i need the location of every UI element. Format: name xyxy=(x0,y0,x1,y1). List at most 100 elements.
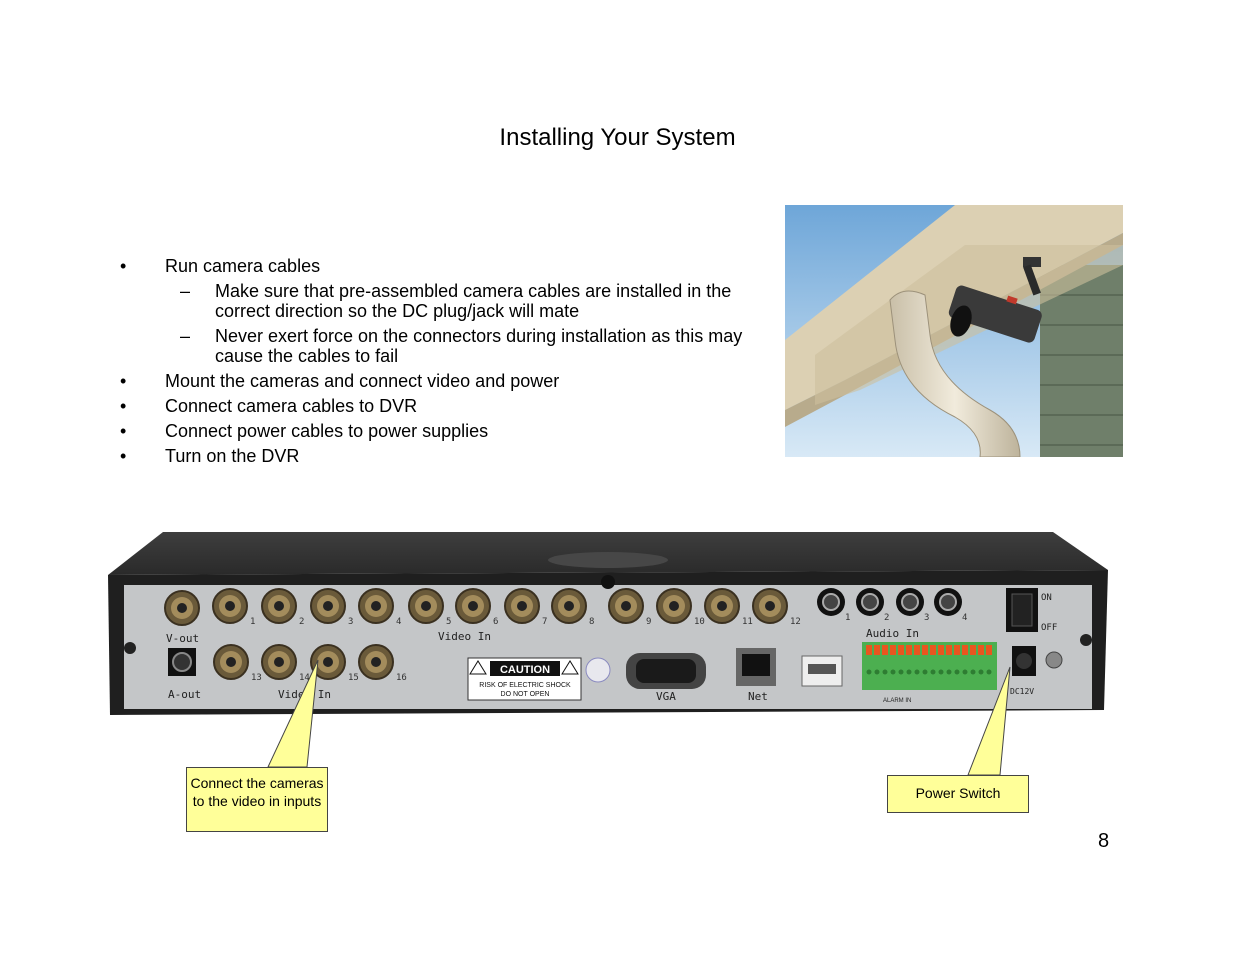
port-number: 16 xyxy=(396,673,407,683)
terminal-pin xyxy=(970,645,976,655)
terminal-screw xyxy=(938,669,944,675)
terminal-screw xyxy=(914,669,920,675)
caution-line-2: DO NOT OPEN xyxy=(501,691,550,698)
callout-power-switch: Power Switch xyxy=(887,775,1029,813)
sub-bullet-item: – Make sure that pre-assembled camera ca… xyxy=(120,281,780,321)
terminal-pin xyxy=(898,645,904,655)
a-out-label: A-out xyxy=(168,688,201,701)
terminal-pin xyxy=(874,645,880,655)
video-in-label: Video In xyxy=(278,688,331,701)
bnc-connector xyxy=(213,644,249,680)
caution-line-1: RISK OF ELECTRIC SHOCK xyxy=(479,682,571,689)
sub-bullet-marker: – xyxy=(180,281,191,301)
terminal-screw xyxy=(962,669,968,675)
port-number: 13 xyxy=(251,673,262,683)
bullet-marker: • xyxy=(120,256,127,276)
audio-jack xyxy=(896,588,924,616)
terminal-screw xyxy=(986,669,992,675)
port-number: 7 xyxy=(542,617,547,627)
terminal-pin xyxy=(890,645,896,655)
page-number: 8 xyxy=(1098,830,1110,852)
bullet-marker: • xyxy=(120,446,127,466)
net-label: Net xyxy=(748,690,768,703)
bnc-connector xyxy=(261,588,297,624)
terminal-screw xyxy=(890,669,896,675)
port-number: 15 xyxy=(348,673,359,683)
callout-video-inputs: Connect the cameras to the video in inpu… xyxy=(186,767,328,832)
camera-photo-illustration xyxy=(785,205,1123,457)
terminal-pin xyxy=(986,645,992,655)
terminal-screw xyxy=(954,669,960,675)
terminal-screw xyxy=(874,669,880,675)
bnc-connector xyxy=(164,590,200,626)
terminal-pin xyxy=(946,645,952,655)
bullet-marker: • xyxy=(120,421,127,441)
port-number: 1 xyxy=(250,617,255,627)
terminal-pin xyxy=(914,645,920,655)
bnc-connector xyxy=(551,588,587,624)
terminal-screw xyxy=(946,669,952,675)
bnc-connector xyxy=(212,588,248,624)
audio-in-label: Audio In xyxy=(866,627,919,640)
terminal-screw xyxy=(906,669,912,675)
video-in-label: Video In xyxy=(438,630,491,643)
audio-port-number: 2 xyxy=(884,613,889,623)
bnc-connector xyxy=(408,588,444,624)
bnc-connector xyxy=(310,644,346,680)
terminal-screw xyxy=(866,669,872,675)
port-number: 2 xyxy=(299,617,304,627)
bnc-connector xyxy=(358,644,394,680)
bullet-item: • Run camera cables xyxy=(120,256,780,276)
audio-jack xyxy=(817,588,845,616)
terminal-pin xyxy=(978,645,984,655)
bullet-text: Mount the cameras and connect video and … xyxy=(165,371,560,391)
bullet-item: • Connect camera cables to DVR xyxy=(120,396,780,416)
sub-bullet-text: Never exert force on the connectors duri… xyxy=(215,326,743,366)
bullet-text: Run camera cables xyxy=(165,256,321,276)
sub-bullet-marker: – xyxy=(180,326,191,346)
bullet-item: • Turn on the DVR xyxy=(120,446,780,466)
audio-port-number: 3 xyxy=(924,613,929,623)
switch-on-label: ON xyxy=(1041,593,1052,603)
page-title: Installing Your System xyxy=(499,124,736,151)
bnc-connector xyxy=(261,644,297,680)
bnc-connector xyxy=(704,588,740,624)
terminal-pin xyxy=(866,645,872,655)
port-number: 11 xyxy=(742,617,753,627)
switch-off-label: OFF xyxy=(1041,623,1057,633)
port-number: 9 xyxy=(646,617,651,627)
vga-label: VGA xyxy=(656,690,676,703)
bullet-list: • Run camera cables – Make sure that pre… xyxy=(120,256,780,471)
sub-bullet-text: Make sure that pre-assembled camera cabl… xyxy=(215,281,732,321)
port-number: 10 xyxy=(694,617,705,627)
terminal-pin xyxy=(930,645,936,655)
port-number: 8 xyxy=(589,617,594,627)
port-number: 12 xyxy=(790,617,801,627)
terminal-pin xyxy=(922,645,928,655)
bullet-item: • Connect power cables to power supplies xyxy=(120,421,780,441)
terminal-pin xyxy=(882,645,888,655)
bullet-text: Connect camera cables to DVR xyxy=(165,396,418,416)
camera-photo xyxy=(785,205,1123,457)
v-out-label: V-out xyxy=(166,632,199,645)
bnc-connector xyxy=(504,588,540,624)
port-number: 3 xyxy=(348,617,353,627)
bnc-connector xyxy=(358,588,394,624)
bnc-connector xyxy=(608,588,644,624)
dc-label: DC12V xyxy=(1010,687,1034,696)
port-number: 6 xyxy=(493,617,498,627)
sub-bullet-item: – Never exert force on the connectors du… xyxy=(120,326,780,366)
audio-jack xyxy=(856,588,884,616)
terminal-screw xyxy=(898,669,904,675)
caution-label: CAUTION xyxy=(500,664,550,676)
terminal-pin xyxy=(938,645,944,655)
port-number: 5 xyxy=(446,617,451,627)
bullet-marker: • xyxy=(120,371,127,391)
bullet-item: • Mount the cameras and connect video an… xyxy=(120,371,780,391)
bullet-marker: • xyxy=(120,396,127,416)
audio-jack xyxy=(934,588,962,616)
bnc-connector xyxy=(656,588,692,624)
audio-port-number: 1 xyxy=(845,613,850,623)
